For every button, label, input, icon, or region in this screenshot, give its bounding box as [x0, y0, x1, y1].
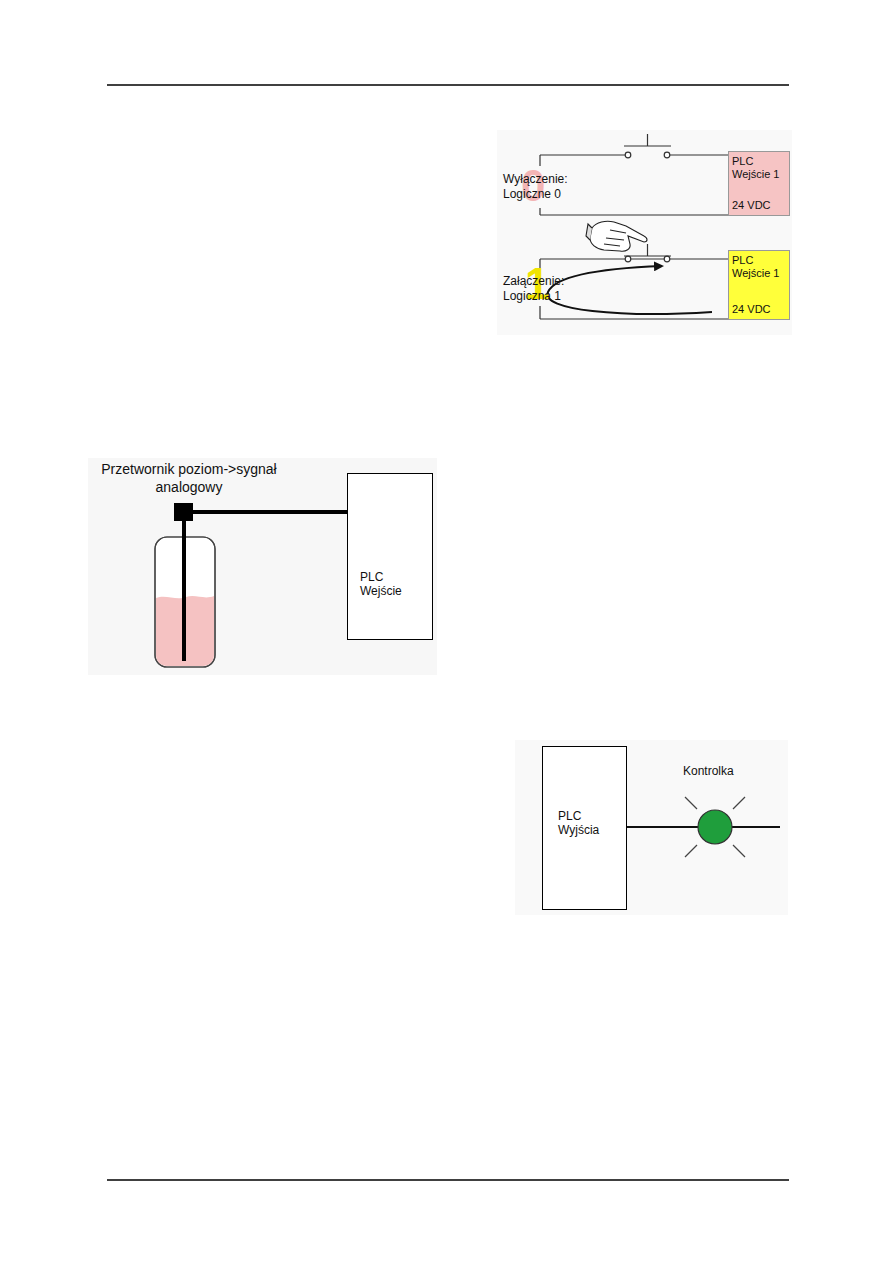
level-probe: [182, 515, 186, 661]
voltage-label: 24 VDC: [732, 303, 786, 316]
figure-ground: [515, 740, 788, 915]
output-wire: [627, 826, 698, 828]
current-arrow: [547, 266, 712, 314]
figure-ground: [88, 458, 437, 675]
header-rule: [107, 84, 789, 86]
transmitter: [174, 503, 193, 521]
figure-ground: [497, 130, 792, 335]
state-label: Załączenie: Logiczna 1: [503, 274, 579, 304]
plc-box: PLC Wejście: [347, 473, 433, 640]
signal-wire: [190, 510, 348, 514]
output-wire: [732, 826, 780, 828]
plc-box: PLC Wejście 1 24 VDC: [728, 151, 790, 216]
footer-rule: [107, 1179, 789, 1181]
lamp-label: Kontrolka: [683, 764, 734, 779]
state-label: Wyłączenie: Logiczne 0: [503, 172, 579, 202]
transmitter-label: Przetwornik poziom->sygnał analogowy: [96, 461, 282, 496]
plc-box: PLC Wejście 1 24 VDC: [728, 250, 790, 320]
voltage-label: 24 VDC: [732, 199, 786, 212]
indicator-lamp: [698, 810, 732, 844]
circuit-on: [540, 244, 728, 319]
circuit-off: [540, 134, 728, 215]
hand-icon: [586, 221, 647, 251]
plc-box: PLC Wyjścia: [542, 746, 627, 910]
plc-label: PLC Wejście: [360, 570, 420, 599]
plc-label: PLC Wejście 1: [732, 254, 786, 280]
lamp-rays: [685, 797, 745, 857]
plc-label: PLC Wyjścia: [558, 809, 618, 838]
plc-label: PLC Wejście 1: [732, 155, 786, 181]
